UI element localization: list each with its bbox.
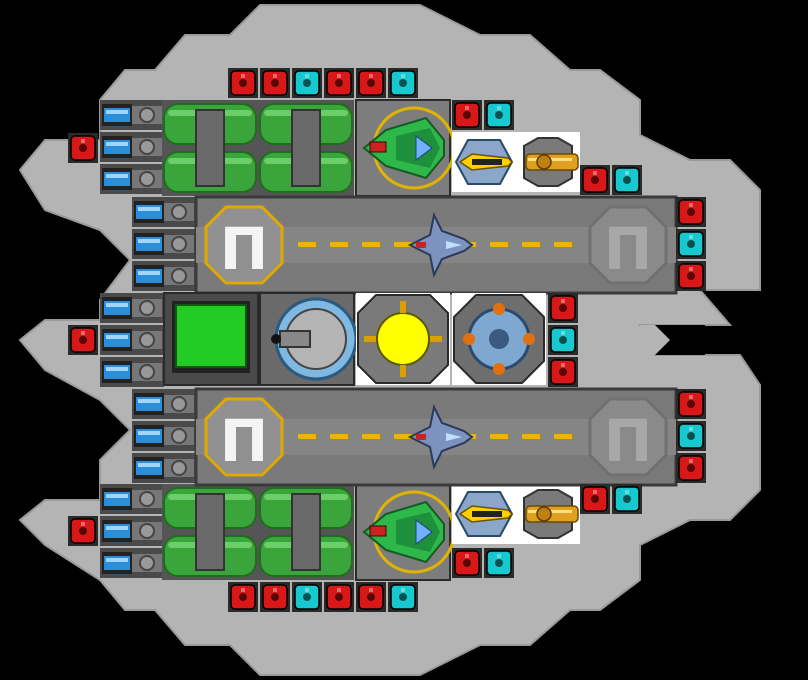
power-node-icon: [612, 165, 642, 195]
fuel-tank-icon: [162, 484, 354, 580]
thruster-icon: [100, 516, 164, 546]
pad-glyph: Π: [604, 407, 653, 475]
cannon-turret-icon: [516, 484, 580, 544]
runway-marking: [362, 434, 380, 439]
power-node-icon: [676, 229, 706, 259]
escape-pod-icon: [355, 99, 456, 197]
power-node-icon: [676, 421, 706, 451]
runway-marking: [394, 434, 412, 439]
power-node-icon: [484, 548, 514, 578]
power-node-icon: [548, 293, 578, 323]
thruster-icon: [100, 548, 164, 578]
power-node-icon: [580, 484, 610, 514]
runway-marking: [298, 242, 316, 247]
pad-glyph: Π: [220, 215, 269, 283]
power-node-icon: [324, 582, 354, 612]
power-node-icon: [260, 68, 290, 98]
thruster-icon: [132, 453, 196, 483]
power-node-icon: [356, 582, 386, 612]
runway-marking: [554, 434, 572, 439]
thruster-icon: [132, 261, 196, 291]
hull-notch-edge: [640, 325, 670, 355]
runway-marking: [522, 434, 540, 439]
runway-marking: [298, 434, 316, 439]
runway-marking: [554, 242, 572, 247]
pad-glyph: Π: [604, 215, 653, 283]
power-node-icon: [580, 165, 610, 195]
runway-marking: [330, 242, 348, 247]
landing-pad-icon: Π: [588, 205, 668, 285]
power-node-icon: [676, 197, 706, 227]
power-node-icon: [676, 261, 706, 291]
power-node-icon: [292, 582, 322, 612]
power-node-icon: [356, 68, 386, 98]
power-node-icon: [228, 582, 258, 612]
power-node-icon: [324, 68, 354, 98]
shield-generator-icon: [452, 293, 546, 385]
power-node-icon: [68, 516, 98, 546]
power-node-icon: [484, 100, 514, 130]
thruster-icon: [100, 100, 164, 130]
runway-marking: [490, 434, 508, 439]
escape-pod-icon: [355, 483, 456, 581]
thruster-icon: [100, 132, 164, 162]
laser-turret-icon: [452, 132, 516, 192]
power-node-icon: [68, 133, 98, 163]
power-node-icon: [388, 582, 418, 612]
landing-pad-icon: Π: [204, 205, 284, 285]
power-node-icon: [292, 68, 322, 98]
power-node-icon: [548, 357, 578, 387]
thruster-icon: [132, 389, 196, 419]
power-node-icon: [548, 325, 578, 355]
runway-marking: [362, 242, 380, 247]
thruster-icon: [132, 229, 196, 259]
power-node-icon: [676, 453, 706, 483]
thruster-icon: [100, 325, 164, 355]
landing-pad-icon: Π: [204, 397, 284, 477]
power-node-icon: [260, 582, 290, 612]
power-node-icon: [452, 100, 482, 130]
fuel-tank-icon: [162, 100, 354, 196]
cannon-turret-icon: [516, 132, 580, 192]
power-node-icon: [676, 389, 706, 419]
runway-marking: [522, 242, 540, 247]
laser-turret-icon: [452, 484, 516, 544]
runway-marking: [394, 242, 412, 247]
console-icon: [163, 292, 259, 386]
pad-glyph: Π: [220, 407, 269, 475]
thruster-icon: [100, 357, 164, 387]
power-node-strips: [68, 68, 706, 612]
power-node-icon: [388, 68, 418, 98]
thruster-icon: [132, 197, 196, 227]
runway-marking: [330, 434, 348, 439]
runway-marking: [490, 242, 508, 247]
power-node-icon: [68, 325, 98, 355]
power-node-icon: [228, 68, 258, 98]
power-node-icon: [612, 484, 642, 514]
thruster-icon: [100, 484, 164, 514]
thruster-icon: [100, 293, 164, 323]
cockpit-icon: [259, 292, 358, 386]
fighter-icon: [407, 211, 474, 279]
thruster-icon: [100, 164, 164, 194]
reactor-core-icon: [356, 293, 450, 385]
power-node-icon: [452, 548, 482, 578]
thruster-icon: [132, 421, 196, 451]
landing-pad-icon: Π: [588, 397, 668, 477]
fighter-icon: [407, 403, 474, 471]
